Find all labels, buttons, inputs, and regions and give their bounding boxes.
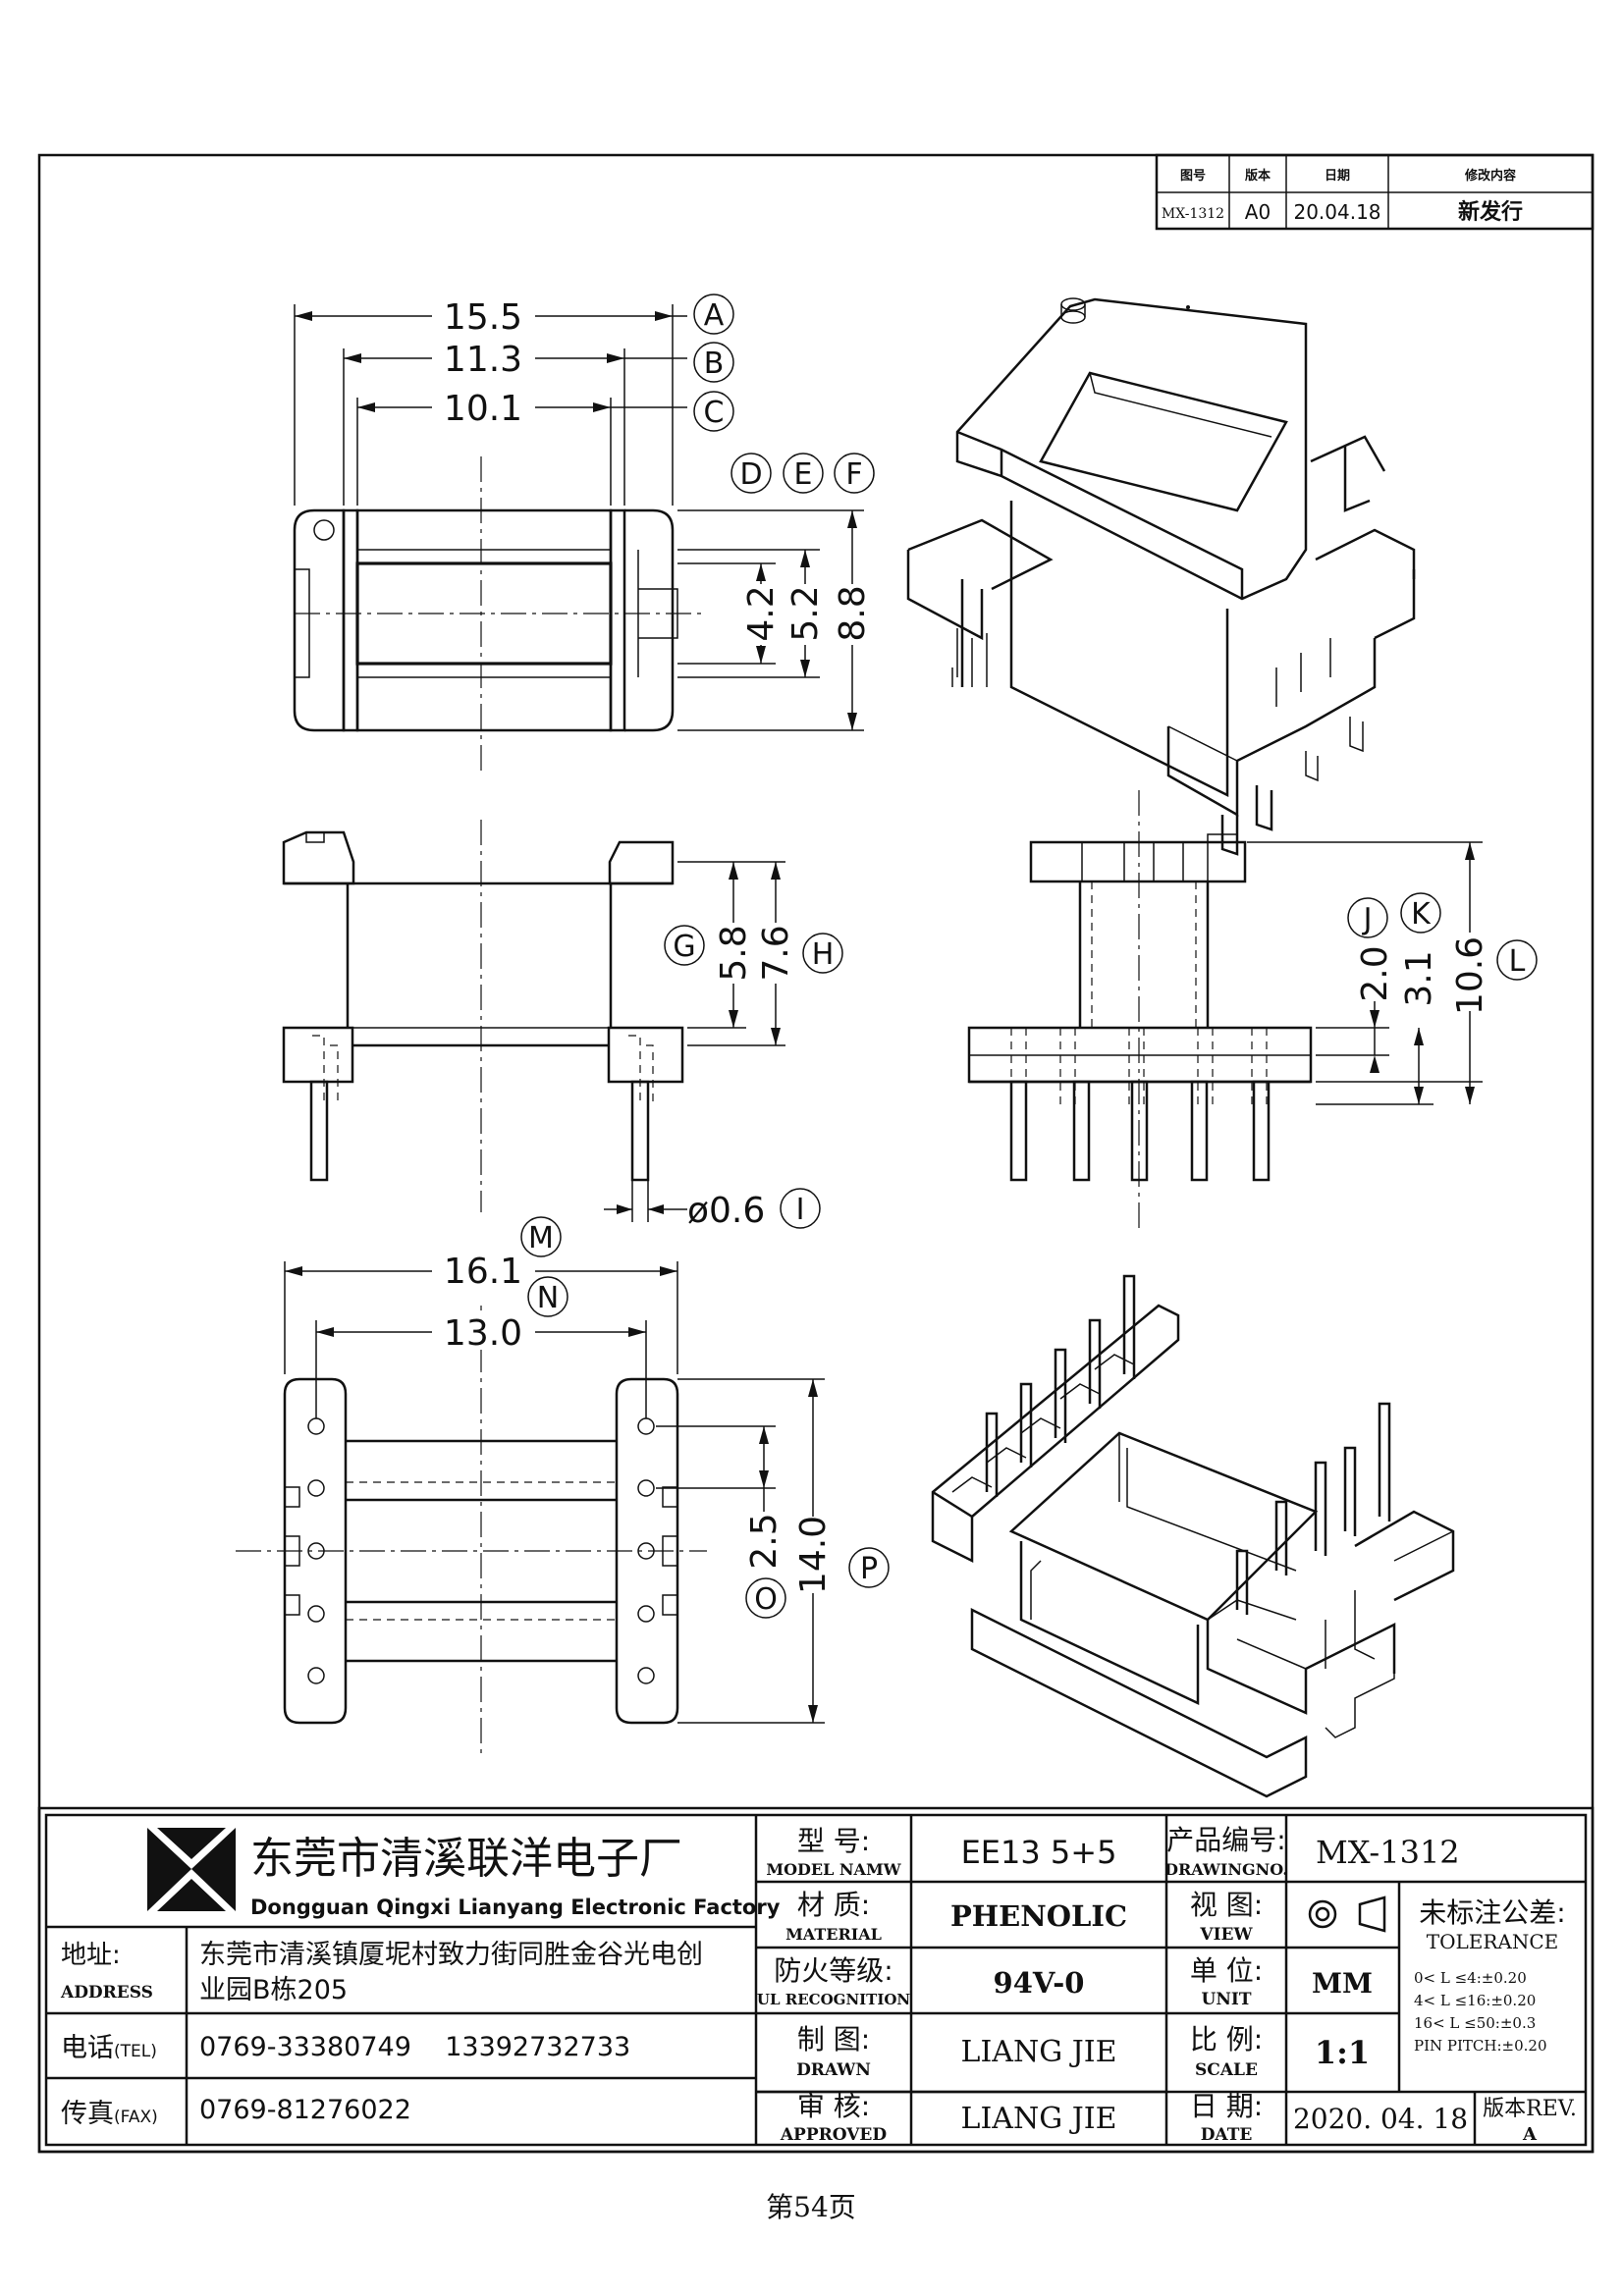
balloon-E: E — [794, 457, 813, 492]
revision-table: 图号 版本 日期 修改内容 MX-1312 A0 20.04.18 新发行 — [1155, 153, 1595, 231]
balloon-P: P — [860, 1552, 878, 1586]
rev-header-date: 日期 — [1325, 169, 1350, 184]
tolerance-title: 未标注公差: — [1419, 1896, 1565, 1929]
rev-header-content: 修改内容 — [1464, 168, 1516, 184]
balloon-O: O — [754, 1582, 778, 1617]
approved-label: 审 核: — [797, 2090, 870, 2122]
address-label: 地址: — [61, 1941, 121, 1970]
balloon-N: N — [537, 1281, 559, 1315]
balloon-L: L — [1509, 944, 1526, 979]
balloon-M: M — [528, 1221, 554, 1255]
dim-M-value: 16.1 — [444, 1252, 522, 1292]
tel-label: 电话(TEL) — [61, 2033, 157, 2063]
fire-value: 94V-0 — [994, 1966, 1085, 2000]
tolerance-title-en: TOLERANCE — [1427, 1930, 1559, 1953]
dim-H-value: 7.6 — [756, 925, 796, 981]
model-value: EE13 5+5 — [961, 1834, 1117, 1871]
company-logo-icon — [147, 1828, 236, 1911]
fax-value: 0769-81276022 — [199, 2095, 411, 2125]
rev-label: 版本REV. — [1483, 2097, 1577, 2121]
unit-value: MM — [1312, 1967, 1373, 2000]
company-name-en: Dongguan Qingxi Lianyang Electronic Fact… — [250, 1896, 781, 1919]
rev-row-content: 新发行 — [1458, 199, 1523, 225]
date-value: 2020. 04. 18 — [1293, 2103, 1468, 2135]
view-label-en: VIEW — [1199, 1925, 1253, 1945]
balloon-F: F — [845, 457, 862, 492]
dim-F-value: 8.8 — [833, 585, 873, 641]
balloon-C: C — [704, 396, 725, 430]
view-label: 视 图: — [1190, 1889, 1263, 1921]
isometric-view-bottom — [931, 1274, 1455, 1798]
approved-label-en: APPROVED — [780, 2125, 888, 2145]
front-view: 5.8 7.6 G H ø0.6 I — [282, 820, 843, 1231]
material-value: PHENOLIC — [950, 1899, 1127, 1933]
drawn-label: 制 图: — [797, 2023, 870, 2056]
tel-value: 0769-33380749 13392732733 — [199, 2032, 630, 2062]
dim-K-value: 3.1 — [1399, 950, 1439, 1006]
address-label-en: ADDRESS — [60, 1983, 153, 2002]
tolerance-line-4: PIN PITCH:±0.20 — [1414, 2037, 1547, 2055]
tolerance-line-2: 4< L ≤16:±0.20 — [1414, 1992, 1536, 2009]
balloon-G: G — [673, 930, 695, 964]
dim-J-value: 2.0 — [1355, 945, 1395, 1001]
scale-label: 比 例: — [1190, 2023, 1263, 2056]
dim-N-value: 13.0 — [444, 1313, 522, 1354]
fire-label-en: UL RECOGNITION — [757, 1991, 911, 2008]
drawing-no-label-en: DRAWINGNO. — [1164, 1860, 1288, 1879]
isometric-view-top — [906, 297, 1416, 856]
unit-label-en: UNIT — [1202, 1990, 1252, 2009]
balloon-D: D — [739, 457, 762, 492]
model-label-en: MODEL NAMW — [766, 1860, 901, 1879]
rev-value: A — [1522, 2124, 1538, 2145]
dim-L-value: 10.6 — [1450, 936, 1490, 1015]
title-block: 东莞市清溪联洋电子厂 Dongguan Qingxi Lianyang Elec… — [37, 1806, 1595, 2154]
rev-row-version: A0 — [1245, 200, 1271, 224]
dim-G-value: 5.8 — [714, 925, 754, 981]
dim-B-value: 11.3 — [444, 340, 522, 380]
balloon-H: H — [812, 937, 835, 972]
balloon-A: A — [704, 298, 725, 333]
balloon-B: B — [704, 347, 725, 381]
top-view: 15.5 11.3 10.1 A B C 4.2 5.2 8.8 — [293, 294, 875, 775]
drawn-value: LIANG JIE — [961, 2035, 1117, 2069]
balloon-I: I — [796, 1193, 805, 1227]
side-view: 2.0 3.1 10.6 J K L — [967, 790, 1538, 1232]
date-label-en: DATE — [1201, 2125, 1253, 2145]
fax-label: 传真(FAX) — [61, 2099, 158, 2129]
material-label-en: MATERIAL — [785, 1925, 882, 1944]
drawing-no-label: 产品编号: — [1166, 1824, 1285, 1856]
projection-symbol-icon — [1308, 1896, 1386, 1933]
approved-value: LIANG JIE — [961, 2102, 1117, 2136]
address-line-1: 东莞市清溪镇厦坭村致力街同胜金谷光电创 — [199, 1940, 703, 1970]
dim-I-value: ø0.6 — [687, 1191, 765, 1231]
rev-row-drawing-no: MX-1312 — [1162, 206, 1224, 222]
drawing-no-value: MX-1312 — [1316, 1834, 1460, 1871]
dim-D-value: 4.2 — [741, 585, 782, 641]
date-label: 日 期: — [1190, 2090, 1263, 2122]
company-name-cn: 东莞市清溪联洋电子厂 — [250, 1834, 682, 1884]
scale-value: 1:1 — [1315, 2034, 1370, 2071]
balloon-J: J — [1362, 902, 1373, 936]
unit-label: 单 位: — [1190, 1954, 1263, 1987]
material-label: 材 质: — [797, 1889, 870, 1921]
page-number: 第54页 — [766, 2191, 856, 2223]
tolerance-line-1: 0< L ≤4:±0.20 — [1414, 1969, 1527, 1987]
scale-label-en: SCALE — [1195, 2060, 1258, 2080]
drawn-label-en: DRAWN — [796, 2060, 871, 2080]
model-label: 型 号: — [797, 1825, 870, 1857]
rev-row-date: 20.04.18 — [1293, 200, 1380, 224]
rev-header-version: 版本 — [1245, 168, 1271, 184]
dim-C-value: 10.1 — [444, 389, 522, 429]
dim-O-value: 2.5 — [744, 1513, 784, 1569]
address-line-2: 业园B栋205 — [199, 1975, 348, 2005]
dim-A-value: 15.5 — [444, 297, 522, 338]
rev-header-drawing-no: 图号 — [1180, 169, 1206, 184]
balloon-K: K — [1411, 897, 1432, 932]
dim-P-value: 14.0 — [793, 1516, 834, 1594]
dim-E-value: 5.2 — [785, 585, 826, 641]
fire-label: 防火等级: — [774, 1954, 893, 1987]
tolerance-line-3: 16< L ≤50:±0.3 — [1414, 2014, 1536, 2032]
bottom-view: 16.1 13.0 M N 2.5 14.0 O P — [236, 1216, 890, 1757]
